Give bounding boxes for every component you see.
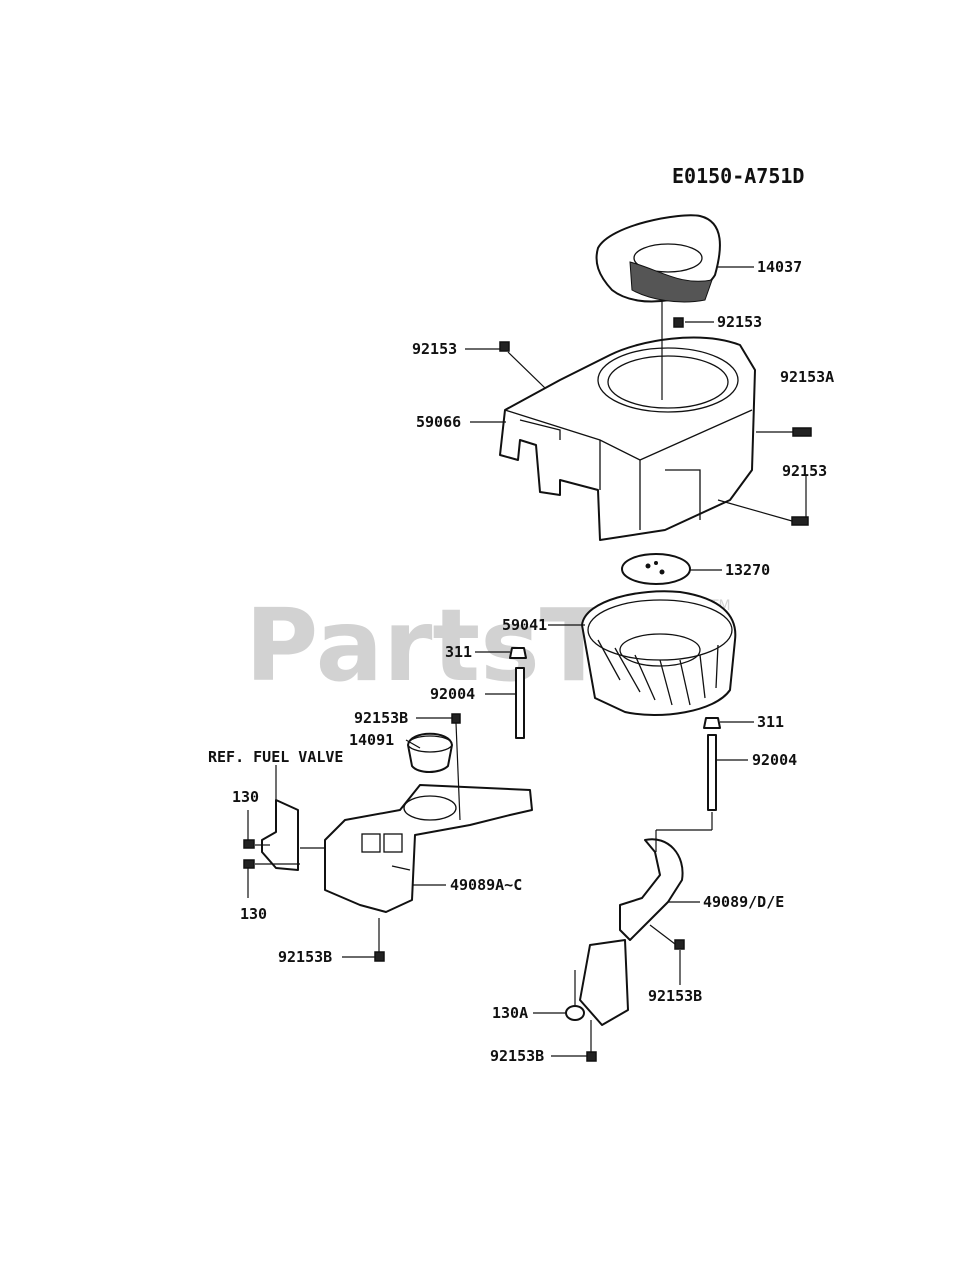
label-49089A-C: 49089A~C — [450, 876, 522, 894]
plate-part — [621, 553, 691, 585]
nut-left-part — [509, 647, 527, 659]
label-49089-D-E: 49089/D/E — [703, 893, 784, 911]
diagram-code: E0150-A751D — [672, 164, 804, 188]
blower-housing-part — [499, 336, 756, 541]
label-92004-right: 92004 — [752, 751, 797, 769]
bolt-92153A — [792, 427, 812, 437]
label-59041: 59041 — [502, 616, 547, 634]
label-130-bottom: 130 — [240, 905, 267, 923]
bolt-92153B-c — [674, 939, 685, 950]
left-baffle-part — [324, 784, 533, 913]
label-92153-right: 92153 — [782, 462, 827, 480]
cap-130A-part — [565, 1005, 585, 1021]
label-130A: 130A — [492, 1004, 528, 1022]
label-92153A: 92153A — [780, 368, 834, 386]
screen-cover-part — [595, 214, 721, 303]
watermark-text: PartsTr — [245, 587, 647, 704]
collar-part — [407, 732, 453, 773]
bolt-92153-right — [791, 516, 809, 526]
label-14091: 14091 — [349, 731, 394, 749]
label-311-left: 311 — [445, 643, 472, 661]
fan-part — [581, 590, 737, 717]
label-92153B-a: 92153B — [354, 709, 408, 727]
right-baffle-part — [579, 838, 684, 1026]
label-92153B-b: 92153B — [278, 948, 332, 966]
label-92153B-d: 92153B — [490, 1047, 544, 1065]
label-59066: 59066 — [416, 413, 461, 431]
label-92153B-c: 92153B — [648, 987, 702, 1005]
label-92153-top: 92153 — [717, 313, 762, 331]
fuel-valve-bracket-part — [243, 799, 299, 871]
label-311-right: 311 — [757, 713, 784, 731]
callout-labels: 14037 92153 92153 92153A 59066 92153 132… — [208, 258, 834, 1065]
watermark: PartsTr TM — [245, 587, 731, 704]
leader-lines — [247, 266, 807, 1057]
bolt-92153B-d — [586, 1051, 597, 1062]
label-92153-left: 92153 — [412, 340, 457, 358]
label-14037: 14037 — [757, 258, 802, 276]
nut-right-part — [703, 717, 721, 729]
bolts — [374, 317, 812, 1062]
bolt-92153-left — [499, 341, 510, 352]
stud-right-part — [707, 734, 717, 811]
bolt-92153B-a — [451, 713, 461, 724]
label-130-top: 130 — [232, 788, 259, 806]
label-92004-left: 92004 — [430, 685, 475, 703]
label-ref-fuel-valve: REF. FUEL VALVE — [208, 748, 343, 766]
bolt-92153B-b — [374, 951, 385, 962]
label-13270: 13270 — [725, 561, 770, 579]
bolt-92153-top — [673, 317, 684, 328]
stud-left-part — [515, 667, 525, 739]
